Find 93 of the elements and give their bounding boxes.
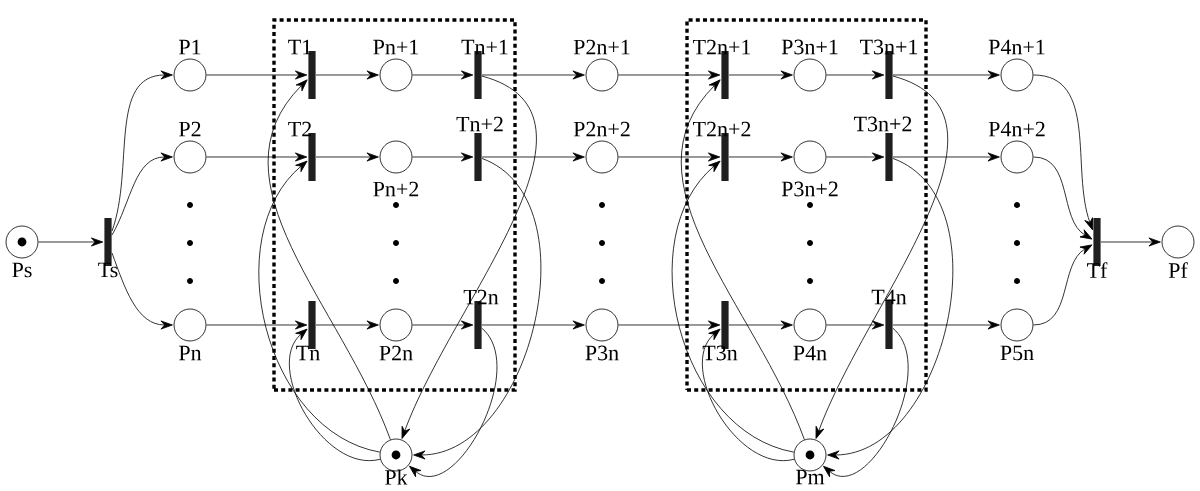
node-label: T2n+1 bbox=[692, 39, 751, 55]
arrow bbox=[38, 237, 104, 247]
transition-bar: T3n+2 bbox=[854, 116, 912, 181]
node-label: P3n+1 bbox=[781, 39, 838, 55]
node-label: P2n bbox=[379, 345, 413, 361]
arrow bbox=[1033, 156, 1093, 240]
transition-bar: T4n bbox=[871, 289, 907, 349]
arrow bbox=[315, 152, 379, 162]
arrow bbox=[206, 320, 308, 330]
node-label: P2n+1 bbox=[573, 39, 630, 55]
arrow bbox=[823, 327, 909, 478]
arrow bbox=[315, 320, 379, 330]
arrow bbox=[267, 79, 391, 440]
dotted-box bbox=[685, 18, 928, 392]
node-label: T4n bbox=[871, 289, 907, 305]
arrow bbox=[1033, 74, 1093, 231]
node-label: T3n+1 bbox=[859, 39, 918, 55]
arrow bbox=[409, 327, 498, 478]
transition-bar: Tn+2 bbox=[456, 116, 503, 181]
arrow bbox=[412, 152, 474, 162]
node-label: P3n+2 bbox=[781, 181, 838, 197]
transition-bar: T3n+1 bbox=[860, 39, 918, 99]
node-label: T2n+2 bbox=[692, 121, 751, 137]
node-label: Ps bbox=[12, 262, 32, 278]
node-label: T3n bbox=[702, 345, 738, 361]
arrow bbox=[728, 320, 793, 330]
transition-bar: T2n bbox=[463, 289, 499, 349]
node-label: Tn+2 bbox=[456, 116, 503, 132]
arrow bbox=[827, 158, 953, 460]
arrow bbox=[481, 70, 585, 80]
transition-bar: T2n+1 bbox=[693, 39, 751, 99]
node-label: P5n bbox=[1000, 345, 1034, 361]
arrow bbox=[111, 152, 173, 236]
node-label: T2 bbox=[288, 121, 312, 137]
arrow bbox=[413, 158, 541, 460]
node-label: T2n bbox=[463, 289, 499, 305]
arrow bbox=[315, 70, 379, 80]
transition-bar: Tf bbox=[1087, 218, 1108, 278]
arrow bbox=[618, 152, 721, 162]
arrow bbox=[815, 75, 948, 439]
node-label: P4n bbox=[793, 345, 827, 361]
arrow bbox=[826, 70, 885, 80]
arrow bbox=[206, 152, 308, 162]
arrow bbox=[481, 152, 585, 162]
arrow bbox=[1100, 237, 1161, 247]
arrow bbox=[111, 70, 173, 232]
node-label: P1 bbox=[179, 39, 201, 55]
arrow bbox=[258, 160, 381, 453]
node-label: P4n+1 bbox=[988, 39, 1045, 55]
node-label: Tf bbox=[1087, 262, 1108, 278]
node-label: Tn bbox=[296, 345, 320, 361]
node-label: Pm bbox=[795, 469, 825, 485]
arrow bbox=[401, 75, 537, 439]
arrow bbox=[412, 70, 474, 80]
arrow bbox=[892, 320, 1000, 330]
arrow bbox=[206, 70, 308, 80]
transition-bar: T3n bbox=[702, 301, 738, 361]
node-label: P2n+2 bbox=[573, 121, 630, 137]
arrow bbox=[671, 160, 795, 453]
arrow bbox=[481, 320, 585, 330]
arrow bbox=[892, 152, 1000, 162]
node-label: Pk bbox=[385, 469, 408, 485]
node-label: P4n+2 bbox=[988, 121, 1045, 137]
arrow bbox=[618, 70, 721, 80]
node-label: Pn+1 bbox=[373, 39, 418, 55]
arrow bbox=[728, 70, 793, 80]
node-label: T3n+2 bbox=[853, 116, 912, 132]
transition-bar: Tn bbox=[296, 301, 320, 361]
arrow bbox=[1033, 244, 1093, 326]
node-label: Pf bbox=[1168, 262, 1188, 278]
arrow bbox=[618, 320, 721, 330]
arrow bbox=[728, 152, 793, 162]
arrow bbox=[892, 70, 1000, 80]
node-label: Pn bbox=[179, 345, 202, 361]
node-label: Ts bbox=[98, 262, 118, 278]
node-label: P2 bbox=[179, 121, 201, 137]
node-label: T1 bbox=[288, 39, 311, 55]
arrow bbox=[826, 320, 885, 330]
arrow bbox=[826, 152, 885, 162]
arrow bbox=[702, 328, 795, 461]
dotted-box bbox=[272, 18, 517, 392]
arrow bbox=[111, 252, 173, 330]
arrow bbox=[412, 320, 474, 330]
node-label: Tn+1 bbox=[461, 39, 508, 55]
arrow bbox=[289, 328, 381, 461]
transition-bar: T1 bbox=[288, 39, 316, 99]
transition-bar: Tn+1 bbox=[461, 39, 508, 99]
transition-bar: T2 bbox=[288, 121, 316, 181]
transition-bar: T2n+2 bbox=[693, 121, 751, 181]
node-label: P3n bbox=[585, 345, 619, 361]
node-label: Pn+2 bbox=[373, 181, 419, 197]
arrow bbox=[680, 79, 805, 440]
transition-bar: Ts bbox=[98, 218, 118, 278]
